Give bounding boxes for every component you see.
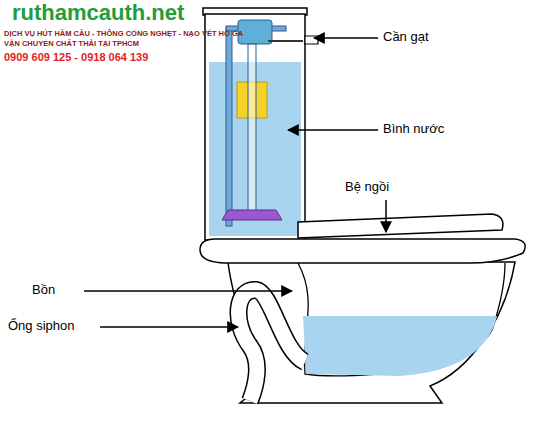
flapper (222, 210, 282, 220)
part-name: Bình nước (383, 122, 444, 136)
leader-arrow (385, 200, 387, 232)
lever-arm (268, 40, 303, 42)
leader-arrow (84, 290, 292, 292)
siphon-outline (239, 290, 305, 401)
watermark-phone: 0909 609 125 - 0918 064 139 (4, 51, 148, 63)
watermark-site: ruthamcauth.net (12, 1, 184, 25)
fill-valve-pipe (226, 28, 232, 226)
part-name: Cần gạt (383, 30, 429, 44)
part-name: Bệ ngồi (345, 180, 389, 194)
watermark-service: DỊCH VỤ HÚT HẦM CẦU - THÔNG CỐNG NGHẸT -… (4, 30, 243, 38)
part-name: Bồn (32, 283, 55, 297)
siphon-pipe (239, 290, 305, 401)
bowl-body (228, 262, 515, 403)
leader-arrow (100, 326, 238, 328)
watermark-service: VẬN CHUYỂN CHẤT THẢI TẠI TPHCM (4, 40, 139, 48)
seat (298, 214, 503, 238)
water-tank (205, 14, 305, 240)
part-name: Ống siphon (8, 319, 75, 333)
leader-arrow (288, 129, 378, 131)
bowl-water (303, 316, 497, 376)
bowl-inner (298, 263, 505, 376)
overflow-tube (248, 44, 256, 216)
bowl-rim (200, 239, 525, 263)
leader-arrow (314, 37, 378, 39)
handle (305, 36, 318, 44)
